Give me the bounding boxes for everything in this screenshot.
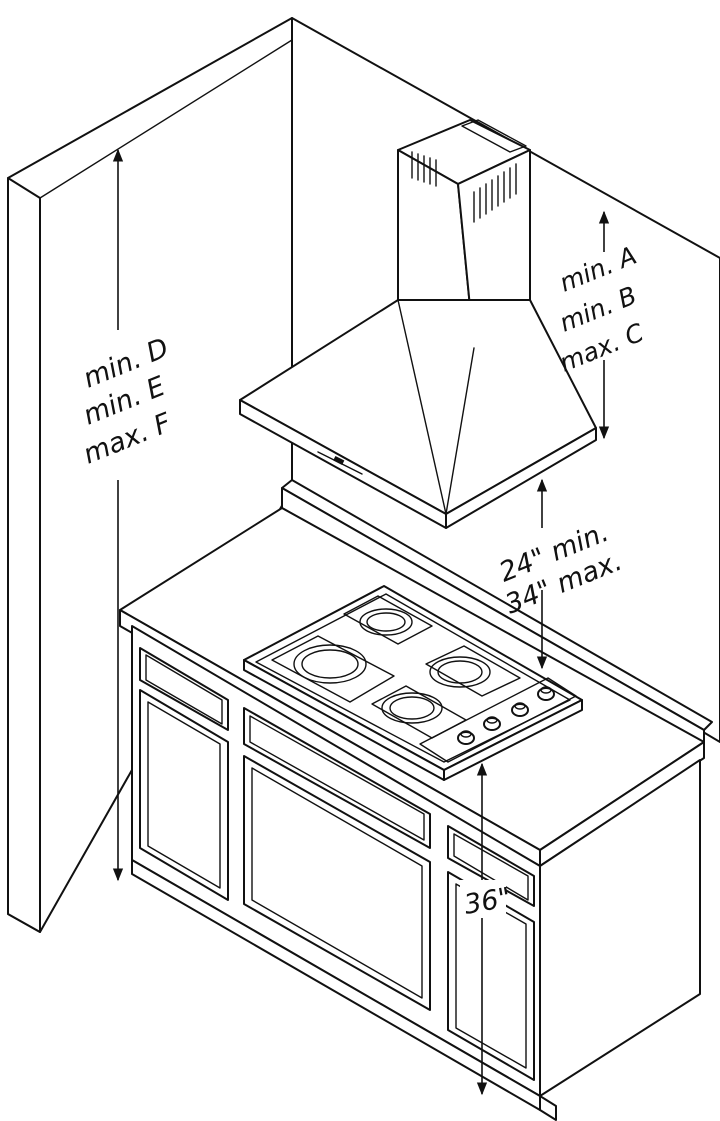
chimney-vent-right	[473, 163, 517, 223]
drawer-right	[447, 825, 535, 907]
dimension-side-height	[100, 148, 136, 882]
chimney-vent-left	[411, 151, 437, 187]
dimension-counter-height	[460, 762, 506, 1096]
side-wall	[7, 17, 293, 933]
burner-back-left	[343, 595, 433, 645]
knob-icon	[537, 686, 555, 701]
control-knobs	[457, 686, 555, 745]
dimension-hood-clearance	[526, 478, 558, 670]
burner-back-right	[425, 645, 521, 697]
drawer-middle	[243, 707, 431, 849]
dimension-chimney-height	[590, 210, 618, 440]
range-hood	[239, 119, 597, 529]
door-middle	[243, 755, 431, 1011]
burner-front-left	[271, 635, 395, 703]
knob-icon	[483, 716, 501, 731]
hood-controls	[317, 451, 363, 475]
door-left	[139, 689, 229, 901]
burner-front-right	[371, 685, 467, 739]
knob-icon	[511, 702, 529, 717]
knob-icon	[457, 730, 475, 745]
drawer-left	[139, 647, 229, 731]
